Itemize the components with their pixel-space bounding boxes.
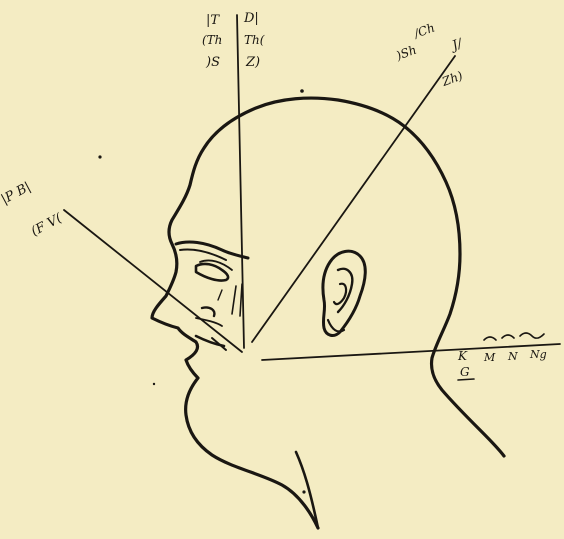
label-k: K [457, 349, 468, 363]
stray-dot-1 [300, 89, 304, 93]
label-g: G [460, 365, 470, 379]
head-profile-outline [152, 98, 504, 528]
cheek-hatch-1 [232, 286, 236, 314]
stray-dot-4 [153, 383, 155, 385]
label-j: J/ [447, 36, 465, 55]
eyebrow-stroke-2 [180, 249, 226, 260]
label-fv: (F V( [29, 211, 66, 240]
label-t: |T [206, 13, 220, 28]
label-d: D| [243, 11, 259, 26]
tilde-mark-2 [502, 335, 514, 338]
ear-inner-2 [334, 284, 346, 304]
label-ng: Ng [529, 348, 547, 361]
neck-front-line [296, 452, 318, 528]
label-th-left: (Th [202, 33, 222, 47]
stray-dot-2 [98, 155, 101, 158]
stray-dot-3 [302, 490, 305, 493]
nostril-mark [202, 307, 214, 316]
tilde-mark-3 [520, 333, 544, 338]
label-n: N [507, 350, 518, 363]
g-underline [458, 379, 474, 380]
label-m: M [483, 351, 496, 364]
tilde-mark-1 [484, 337, 496, 340]
label-sh: )Sh [393, 43, 418, 64]
cheek-hatch-3 [218, 290, 222, 300]
eye-shape [196, 264, 228, 281]
cheek-hatch-2 [240, 284, 242, 316]
label-ch: /Ch [411, 20, 436, 41]
label-z: Z) [245, 55, 260, 70]
label-th-right: Th( [244, 33, 265, 47]
label-s: )S [205, 55, 220, 70]
label-pb: |P B| [0, 180, 33, 208]
